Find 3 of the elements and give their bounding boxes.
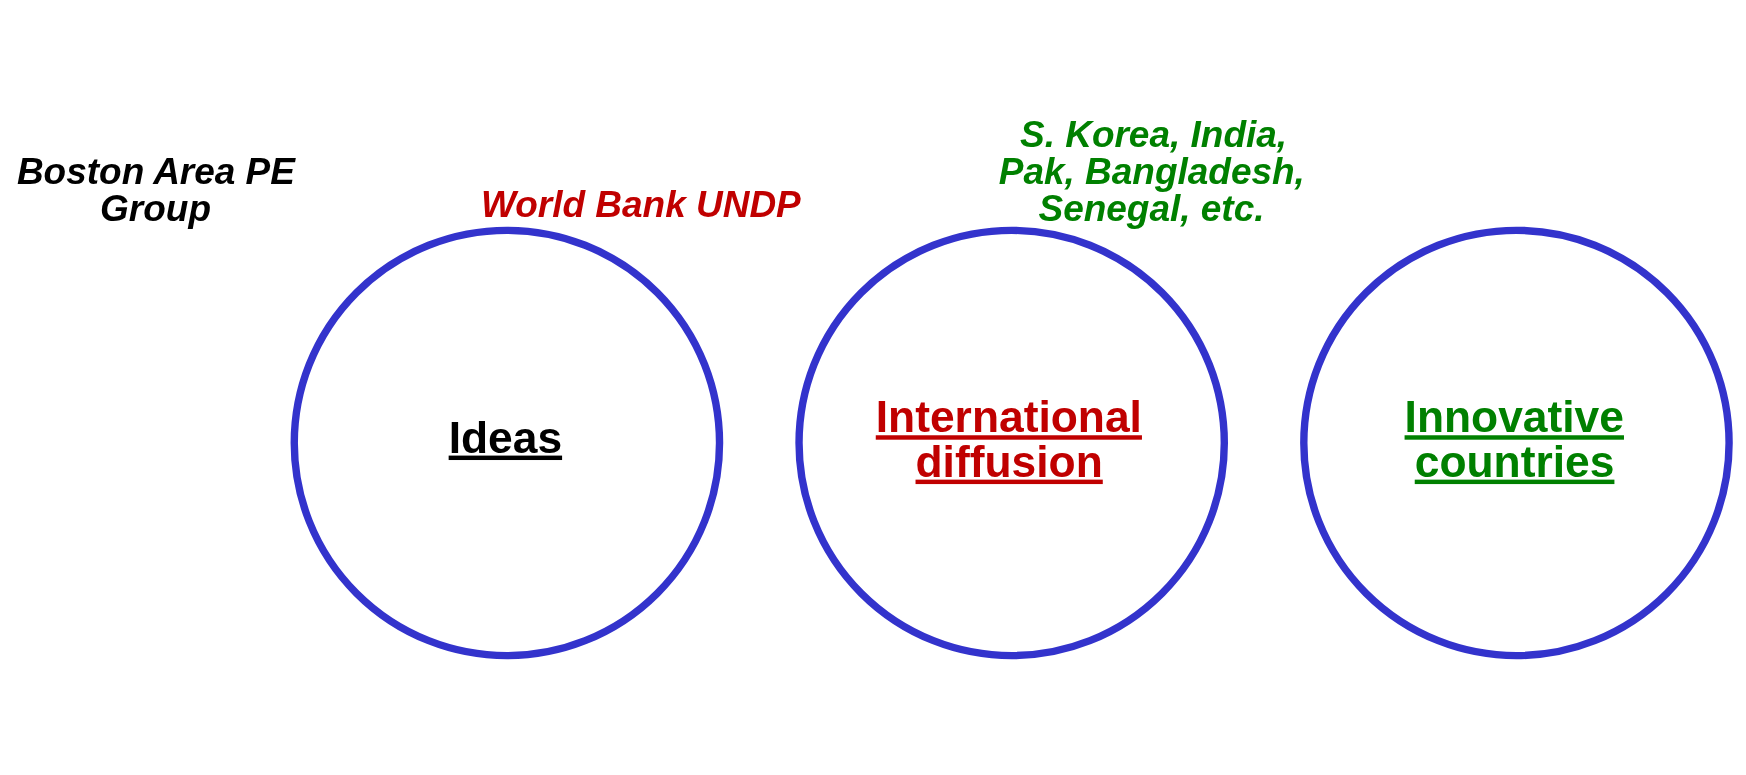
node-circle: Innovative countries — [1300, 226, 1733, 660]
node-circle: Ideas — [290, 226, 724, 660]
node-label: World Bank UNDP — [481, 184, 801, 226]
